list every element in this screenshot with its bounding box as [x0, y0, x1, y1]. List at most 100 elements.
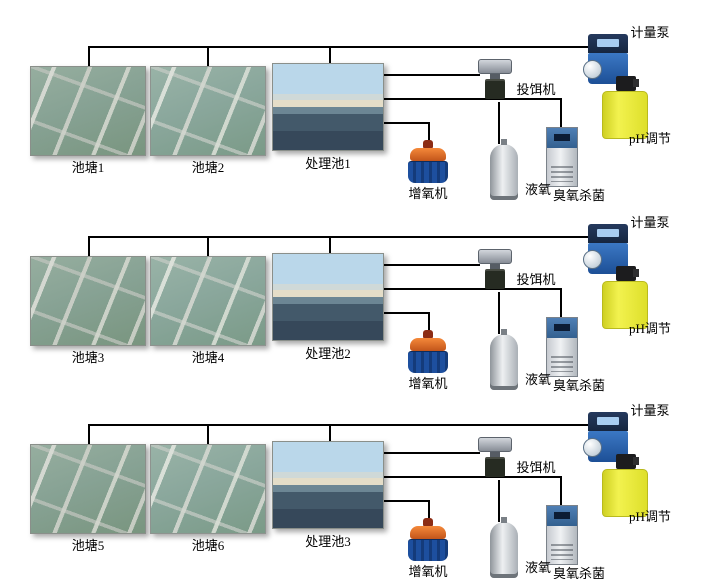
ph-tank	[602, 281, 648, 329]
pond-label: 池塘5	[71, 538, 105, 553]
connector-line	[384, 500, 430, 502]
feeder-hopper	[478, 249, 512, 264]
feeder-label: 投饵机	[516, 82, 556, 97]
connector-line	[498, 292, 500, 334]
aerator-body	[408, 351, 448, 373]
pond-label: 池塘2	[191, 160, 225, 175]
connector-line	[560, 476, 562, 506]
aerator-knob	[423, 518, 433, 526]
connector-line	[207, 46, 209, 67]
aerator-body	[408, 539, 448, 561]
ph-sensor	[616, 266, 639, 281]
aerator-icon	[408, 518, 448, 562]
liquid-oxygen-label: 液氧	[524, 560, 551, 575]
ozone-sterilizer-icon	[546, 317, 578, 377]
feeder-neck	[490, 452, 500, 457]
aerator-knob	[423, 140, 433, 148]
pump-screen	[597, 229, 619, 237]
connector-line	[384, 288, 562, 290]
pump-dial	[583, 60, 602, 79]
ozone-top	[547, 506, 577, 526]
feeder-icon	[478, 249, 512, 295]
ozone-sterilizer-icon	[546, 505, 578, 565]
feeder-body	[485, 79, 505, 99]
ph-label: pH调节	[629, 509, 671, 524]
feeder-icon	[478, 437, 512, 483]
pond-photo	[150, 66, 266, 156]
connector-line	[498, 480, 500, 522]
ph-tank	[602, 469, 648, 517]
feeder-body	[485, 269, 505, 289]
system-row-2: 池塘3 池塘4 处理池2 投饵机 计量泵 pH调节 增氧机 液氧	[0, 196, 718, 393]
liquid-oxygen-icon	[490, 517, 518, 578]
feeder-body	[485, 457, 505, 477]
feeder-label: 投饵机	[516, 272, 556, 287]
connector-line	[329, 46, 331, 64]
pump-screen	[597, 417, 619, 425]
pond-label: 池塘6	[191, 538, 225, 553]
aerator-icon	[408, 330, 448, 374]
connector-line	[88, 424, 90, 445]
ph-unit-icon	[602, 454, 654, 522]
connector-line	[384, 74, 480, 76]
bus-line	[88, 424, 590, 426]
aerator-icon	[408, 140, 448, 184]
treatment-pond-photo	[272, 63, 384, 151]
liquid-oxygen-icon	[490, 139, 518, 200]
ozone-sterilizer-icon	[546, 127, 578, 187]
connector-line	[329, 424, 331, 442]
connector-line	[384, 312, 430, 314]
ozone-screen	[554, 324, 570, 331]
pond-photo	[30, 66, 146, 156]
connector-line	[88, 46, 90, 67]
connector-line	[384, 452, 480, 454]
aerator-label: 增氧机	[408, 564, 448, 579]
connector-line	[384, 122, 430, 124]
connector-line	[207, 424, 209, 445]
aerator-cap	[410, 526, 446, 539]
aerator-label: 增氧机	[408, 186, 448, 201]
pond-photo	[150, 256, 266, 346]
feeder-label: 投饵机	[516, 460, 556, 475]
metering-pump-label: 计量泵	[630, 403, 670, 418]
treatment-pond-label: 处理池3	[305, 534, 351, 549]
ozone-label: 臭氧杀菌	[552, 378, 605, 393]
connector-line	[428, 312, 430, 331]
connector-line	[384, 264, 480, 266]
ph-unit-icon	[602, 266, 654, 334]
metering-pump-label: 计量泵	[630, 215, 670, 230]
ozone-top	[547, 128, 577, 148]
bus-line	[88, 236, 590, 238]
connector-line	[88, 236, 90, 257]
ozone-screen	[554, 512, 570, 519]
treatment-pond-label: 处理池1	[305, 156, 351, 171]
connector-line	[207, 236, 209, 257]
pump-screen	[597, 39, 619, 47]
pond-photo	[30, 256, 146, 346]
ozone-label: 臭氧杀菌	[552, 566, 605, 579]
feeder-icon	[478, 59, 512, 105]
feeder-neck	[490, 264, 500, 269]
pump-top	[588, 412, 628, 431]
aerator-cap	[410, 338, 446, 351]
ph-label: pH调节	[629, 131, 671, 146]
feeder-neck	[490, 74, 500, 79]
connector-line	[560, 288, 562, 318]
ozone-grille	[551, 544, 573, 560]
connector-line	[329, 236, 331, 254]
ozone-screen	[554, 134, 570, 141]
treatment-pond-photo	[272, 441, 384, 529]
connector-line	[384, 476, 562, 478]
ozone-label: 臭氧杀菌	[552, 188, 605, 203]
metering-pump-label: 计量泵	[630, 25, 670, 40]
bus-line	[88, 46, 590, 48]
ozone-grille	[551, 166, 573, 182]
pond-photo	[30, 444, 146, 534]
aerator-knob	[423, 330, 433, 338]
treatment-pond-label: 处理池2	[305, 346, 351, 361]
pump-dial	[583, 438, 602, 457]
connector-line	[498, 102, 500, 144]
pump-top	[588, 224, 628, 243]
liquid-oxygen-label: 液氧	[524, 372, 551, 387]
